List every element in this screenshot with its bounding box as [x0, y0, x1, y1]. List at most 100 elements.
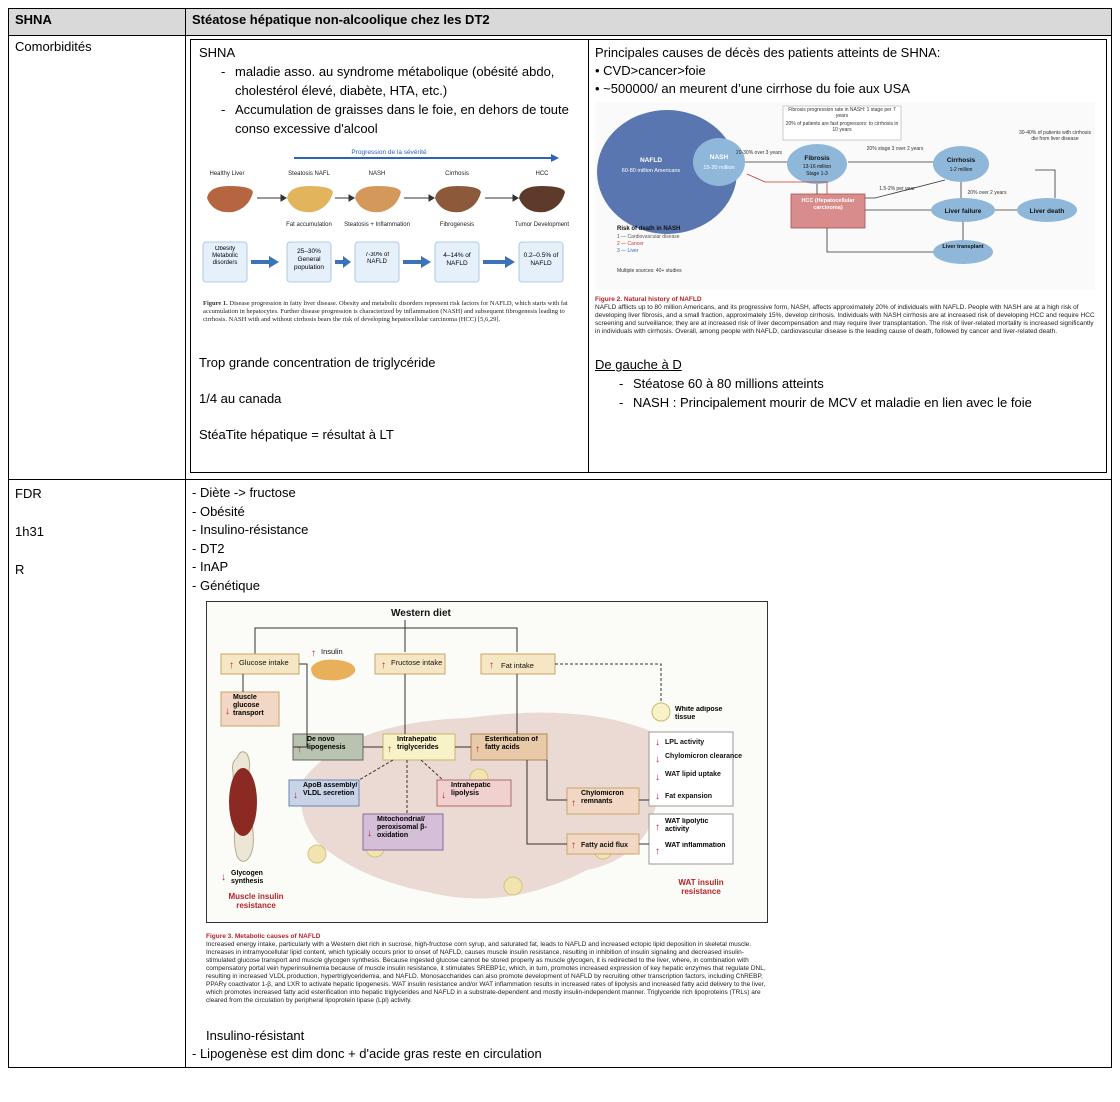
row-comorbidites: Comorbidités SHNA maladie asso. au syndr…	[8, 35, 1112, 480]
fig3-muscle-glucose: Muscle glucose transport	[233, 694, 264, 717]
risk-title: Risk of death in NASH	[617, 226, 680, 232]
fig2-caption: Figure 2. Natural history of NAFLD NAFLD…	[595, 296, 1095, 336]
fig2-caption-text: NAFLD afflicts up to 80 million American…	[595, 304, 1095, 335]
svg-text:↑: ↑	[571, 798, 576, 809]
fig3-wat-list-0: LPL activity	[665, 739, 704, 746]
fig3-mir: Muscle insulin resistance	[228, 892, 284, 910]
fig3-glucose: Glucose intake	[239, 658, 289, 667]
shna-bullets: maladie asso. au syndrome métabolique (o…	[199, 62, 580, 138]
after-fig3-item-text: Lipogenèse est dim donc + d'acide gras r…	[199, 1046, 542, 1061]
causes-intro: Principales causes de décès des patients…	[595, 45, 941, 60]
svg-text:↑: ↑	[475, 744, 480, 755]
nafld-label: NAFLD	[640, 157, 662, 164]
fig3-fructose: Fructose intake	[391, 658, 442, 667]
liver-failure-ellipse	[931, 198, 995, 222]
gauche-item-1: Stéatose 60 à 80 millions atteints	[619, 374, 1100, 393]
hcc-label: HCC (Hepatocellular carcinoma)	[801, 198, 855, 211]
gauche-list: Stéatose 60 à 80 millions atteints NASH …	[595, 374, 1100, 412]
fig1-box-0: Obesity Metabolic disorders	[212, 246, 238, 266]
header-row: SHNA Stéatose hépatique non-alcoolique c…	[8, 8, 1112, 36]
fig3-apob: ApoB assembly/ VLDL secretion	[303, 782, 358, 797]
fig3-wat-list-3: Fat expansion	[665, 793, 712, 800]
shna-bullet-1: maladie asso. au syndrome métabolique (o…	[221, 62, 580, 100]
fibrosis-ellipse	[787, 144, 847, 184]
fig1-progression: Progression de la sévérité	[351, 149, 427, 156]
after3: StéaTite hépatique = résultat à LT	[199, 427, 394, 442]
risk-3: 3 — Liver	[617, 248, 639, 254]
nash-ellipse	[693, 138, 745, 186]
figure-2: NAFLD 60-80 million Americans NASH 15-20…	[595, 102, 1095, 290]
causes-bullet-1: • CVD>cancer>foie	[595, 63, 706, 78]
fig1-stage-3: Cirrhosis	[445, 171, 469, 177]
fig3-pancreas	[311, 659, 356, 681]
fdr-item-4: - DT2	[192, 540, 225, 556]
row2-label-2: 1h31	[15, 524, 44, 539]
liver-transplant: Liver transplant	[942, 244, 984, 250]
fig3-caption-bold: Figure 3. Metabolic causes of NAFLD	[206, 933, 321, 940]
causes-bullet-1-text: CVD>cancer>foie	[603, 63, 706, 78]
fdr-item-3: - Insulino-résistance	[192, 522, 309, 537]
fig1-desc-2: Fibrogenesis	[440, 222, 474, 228]
svg-text:↑: ↑	[655, 822, 660, 833]
fig1-desc-0: Fat accumulation	[286, 222, 332, 228]
fig2-caption-bold: Figure 2. Natural history of NAFLD	[595, 296, 702, 303]
fig1-box-3: 4–14% of NAFLD	[443, 252, 471, 267]
fig3-svg: Western diet ↑ Glucose intake ↑ Insulin …	[220, 608, 742, 910]
liver-death: Liver death	[1030, 208, 1065, 215]
after-fig3-item: - Lipogenèse est dim donc + d'acide gras…	[192, 1046, 542, 1061]
row-fdr: FDR 1h31 R - Diète -> fructose - Obésité…	[8, 479, 1112, 1068]
fdr-item-1: - Diète -> fructose	[192, 485, 296, 500]
cirrhosis-ellipse	[933, 146, 989, 182]
svg-text:↑: ↑	[381, 660, 386, 671]
svg-text:↓: ↓	[367, 828, 372, 839]
fig3-glycogen: Glycogen synthesis	[231, 870, 264, 885]
fig3-ihtg: Intrahepatic triglycerides	[397, 736, 439, 751]
fdr-item-6: - Génétique	[192, 577, 260, 593]
fig3-dnl: De novo lipogenesis	[307, 736, 346, 751]
fig1-desc-1: Steatosis + Inflammation	[344, 222, 410, 228]
fibrosis-sub1: 13-16 million	[803, 164, 832, 170]
fig1-liver-nash	[355, 186, 401, 213]
fig3-mito-box	[362, 813, 444, 851]
after2: 1/4 au canada	[199, 391, 282, 406]
fig3-muscle	[229, 768, 257, 836]
fig3-ffa: Fatty acid flux	[581, 842, 628, 849]
fdr-item-3-text: Insulino-résistance	[199, 522, 309, 537]
fig3-western: Western diet	[391, 608, 451, 619]
arrow3-label: 1.5-2% per year	[879, 186, 915, 192]
fdr-item-5: - InAP	[192, 559, 229, 574]
fdr-list: - Diète -> fructose - Obésité - Insulino…	[192, 484, 1107, 595]
shna-bullet-2: Accumulation de graisses dans le foie, e…	[221, 100, 580, 138]
fibrosis-label: Fibrosis	[804, 155, 830, 162]
fig3-muscle-glucose-box	[220, 691, 280, 727]
row2-label-3: R	[15, 562, 25, 577]
nash-label: NASH	[710, 154, 729, 161]
svg-text:↑: ↑	[229, 660, 234, 671]
fig3-insulin: Insulin	[321, 647, 343, 656]
fig3-chylo-box	[566, 787, 640, 815]
fig1-liver-steatosis	[287, 186, 333, 213]
fig3-lipolysis-box	[436, 779, 512, 807]
svg-text:↓: ↓	[655, 791, 660, 802]
fig1-box-2: 7-30% of NAFLD	[364, 252, 389, 265]
fig1-liver-hcc	[519, 186, 565, 213]
figure-3: Western diet ↑ Glucose intake ↑ Insulin …	[206, 601, 768, 923]
gauche-a-d: De gauche à D	[595, 357, 682, 372]
row2-labels: FDR 1h31 R	[8, 479, 186, 1068]
svg-text:↓: ↓	[225, 706, 230, 717]
fig3-lipolysis: Intrahepatic lipolysis	[451, 782, 491, 797]
nafld-ellipse	[597, 110, 737, 234]
liver-death-ellipse	[1017, 198, 1077, 222]
fibrosis-sub2: Stage 1-3	[806, 171, 828, 177]
header-col1: SHNA	[8, 8, 186, 36]
fig1-arrowhead	[551, 154, 559, 162]
fig3-fat: Fat intake	[501, 661, 534, 670]
fig1-box-4: 0.2–0.5% of NAFLD	[523, 252, 559, 267]
fdr-item-4-text: DT2	[199, 540, 225, 556]
fig1-box-1: 25–30% General population	[294, 248, 324, 271]
liver-failure: Liver failure	[945, 208, 982, 215]
causes-bullet-2-text: ~500000/ an meurent d’une cirrhose du fo…	[603, 81, 910, 96]
svg-text:↑: ↑	[489, 660, 494, 671]
cirr-note: 30-40% of patients with cirrhosis die fr…	[1019, 130, 1091, 142]
row1-content: SHNA maladie asso. au syndrome métaboliq…	[185, 35, 1112, 480]
